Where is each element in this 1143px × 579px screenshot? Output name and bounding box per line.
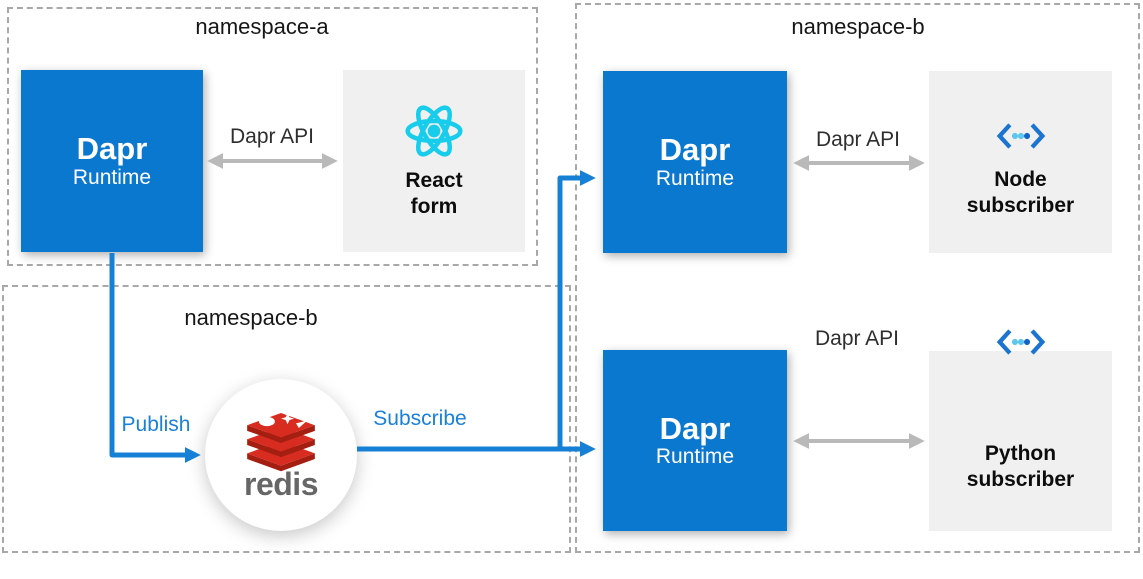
dapr-runtime-publisher-box: Dapr Runtime xyxy=(21,70,203,252)
dapr-title: Dapr xyxy=(76,131,148,167)
react-form-box: React form xyxy=(343,70,525,252)
namespace-a-group xyxy=(7,7,538,266)
node-subscriber-label: Node subscriber xyxy=(966,168,1075,218)
dapr-api-label-node: Dapr API xyxy=(815,128,901,151)
code-icon xyxy=(996,123,1045,149)
dapr-runtime-node-box: Dapr Runtime xyxy=(603,71,787,253)
node-subscriber-box: Node subscriber xyxy=(929,71,1112,253)
redis-database-icon xyxy=(247,412,315,471)
subscribe-label: Subscribe xyxy=(373,407,467,430)
dapr-runtime-python-box: Dapr Runtime xyxy=(603,350,787,531)
code-icon-wrapper xyxy=(995,327,1047,362)
namespace-b-left-title: namespace-b xyxy=(184,305,318,330)
react-form-label: React form xyxy=(405,169,463,219)
dapr-subtitle: Runtime xyxy=(655,166,735,190)
namespace-a-title: namespace-a xyxy=(195,14,329,39)
python-subscriber-label: Python subscriber xyxy=(966,442,1075,492)
dapr-api-label-a: Dapr API xyxy=(229,125,315,148)
dapr-subtitle: Runtime xyxy=(72,165,152,189)
redis-node: redis xyxy=(205,379,357,531)
python-subscriber-box: Python subscriber xyxy=(929,329,1112,531)
dapr-subtitle: Runtime xyxy=(655,445,735,469)
dapr-title: Dapr xyxy=(659,132,731,168)
redis-label: redis xyxy=(244,465,318,502)
namespace-b-right-title: namespace-b xyxy=(791,14,925,39)
dapr-title: Dapr xyxy=(659,410,731,446)
publish-label: Publish xyxy=(121,413,191,436)
react-atom-icon xyxy=(405,105,463,157)
code-icon xyxy=(996,329,1045,355)
dapr-api-label-python: Dapr API xyxy=(814,327,900,350)
